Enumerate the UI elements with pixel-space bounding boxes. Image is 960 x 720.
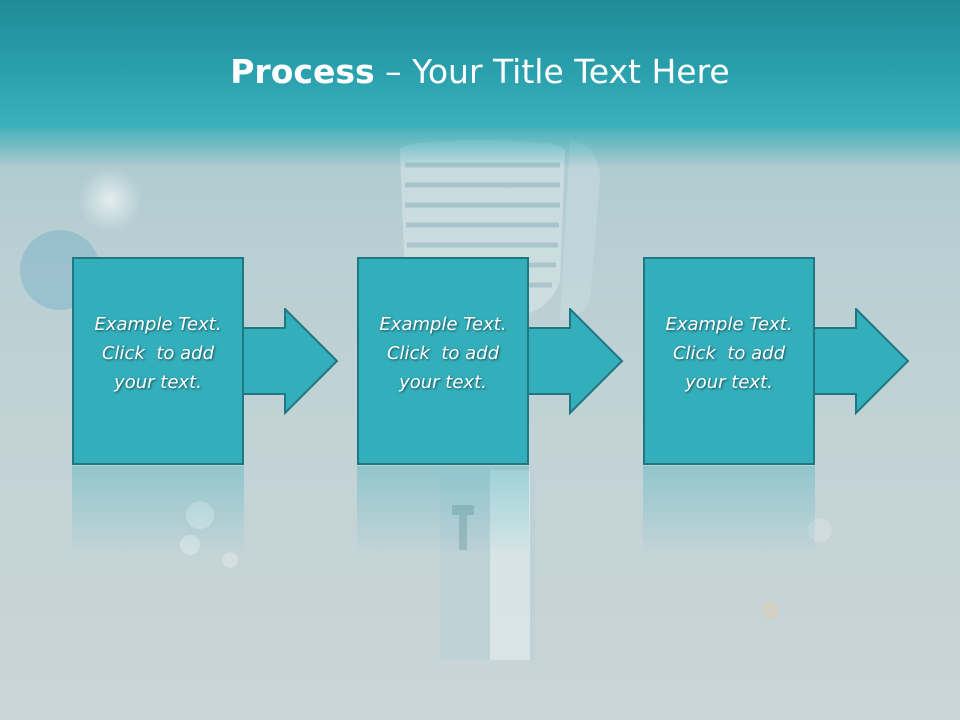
step-1-reflection [72,466,244,556]
step-1-text[interactable]: Example Text. Click to add your text. [72,310,244,397]
title-rest: – Your Title Text Here [374,52,730,91]
step-3-line2: Click to add [672,343,785,364]
arrow-right-icon [814,308,910,416]
step-3-line3: your text. [685,372,773,393]
step-2-line3: your text. [399,372,487,393]
slide-title[interactable]: Process – Your Title Text Here [0,52,960,91]
step-1-line3: your text. [114,372,202,393]
step-3-box[interactable] [643,257,815,465]
step-3-reflection [643,466,815,556]
step-2-text[interactable]: Example Text. Click to add your text. [357,310,529,397]
step-1-line1: Example Text. [94,314,222,335]
step-1-box[interactable] [72,257,244,465]
arrow-right-icon [528,308,624,416]
step-3-line1: Example Text. [665,314,793,335]
title-bar [0,0,960,128]
step-2-reflection [357,466,529,556]
step-3-text[interactable]: Example Text. Click to add your text. [643,310,815,397]
step-2-box[interactable] [357,257,529,465]
step-2-line2: Click to add [386,343,499,364]
title-bar-fade [0,128,960,168]
step-2-line1: Example Text. [379,314,507,335]
step-1-line2: Click to add [101,343,214,364]
arrow-right-icon [243,308,339,416]
title-bold: Process [230,52,375,91]
